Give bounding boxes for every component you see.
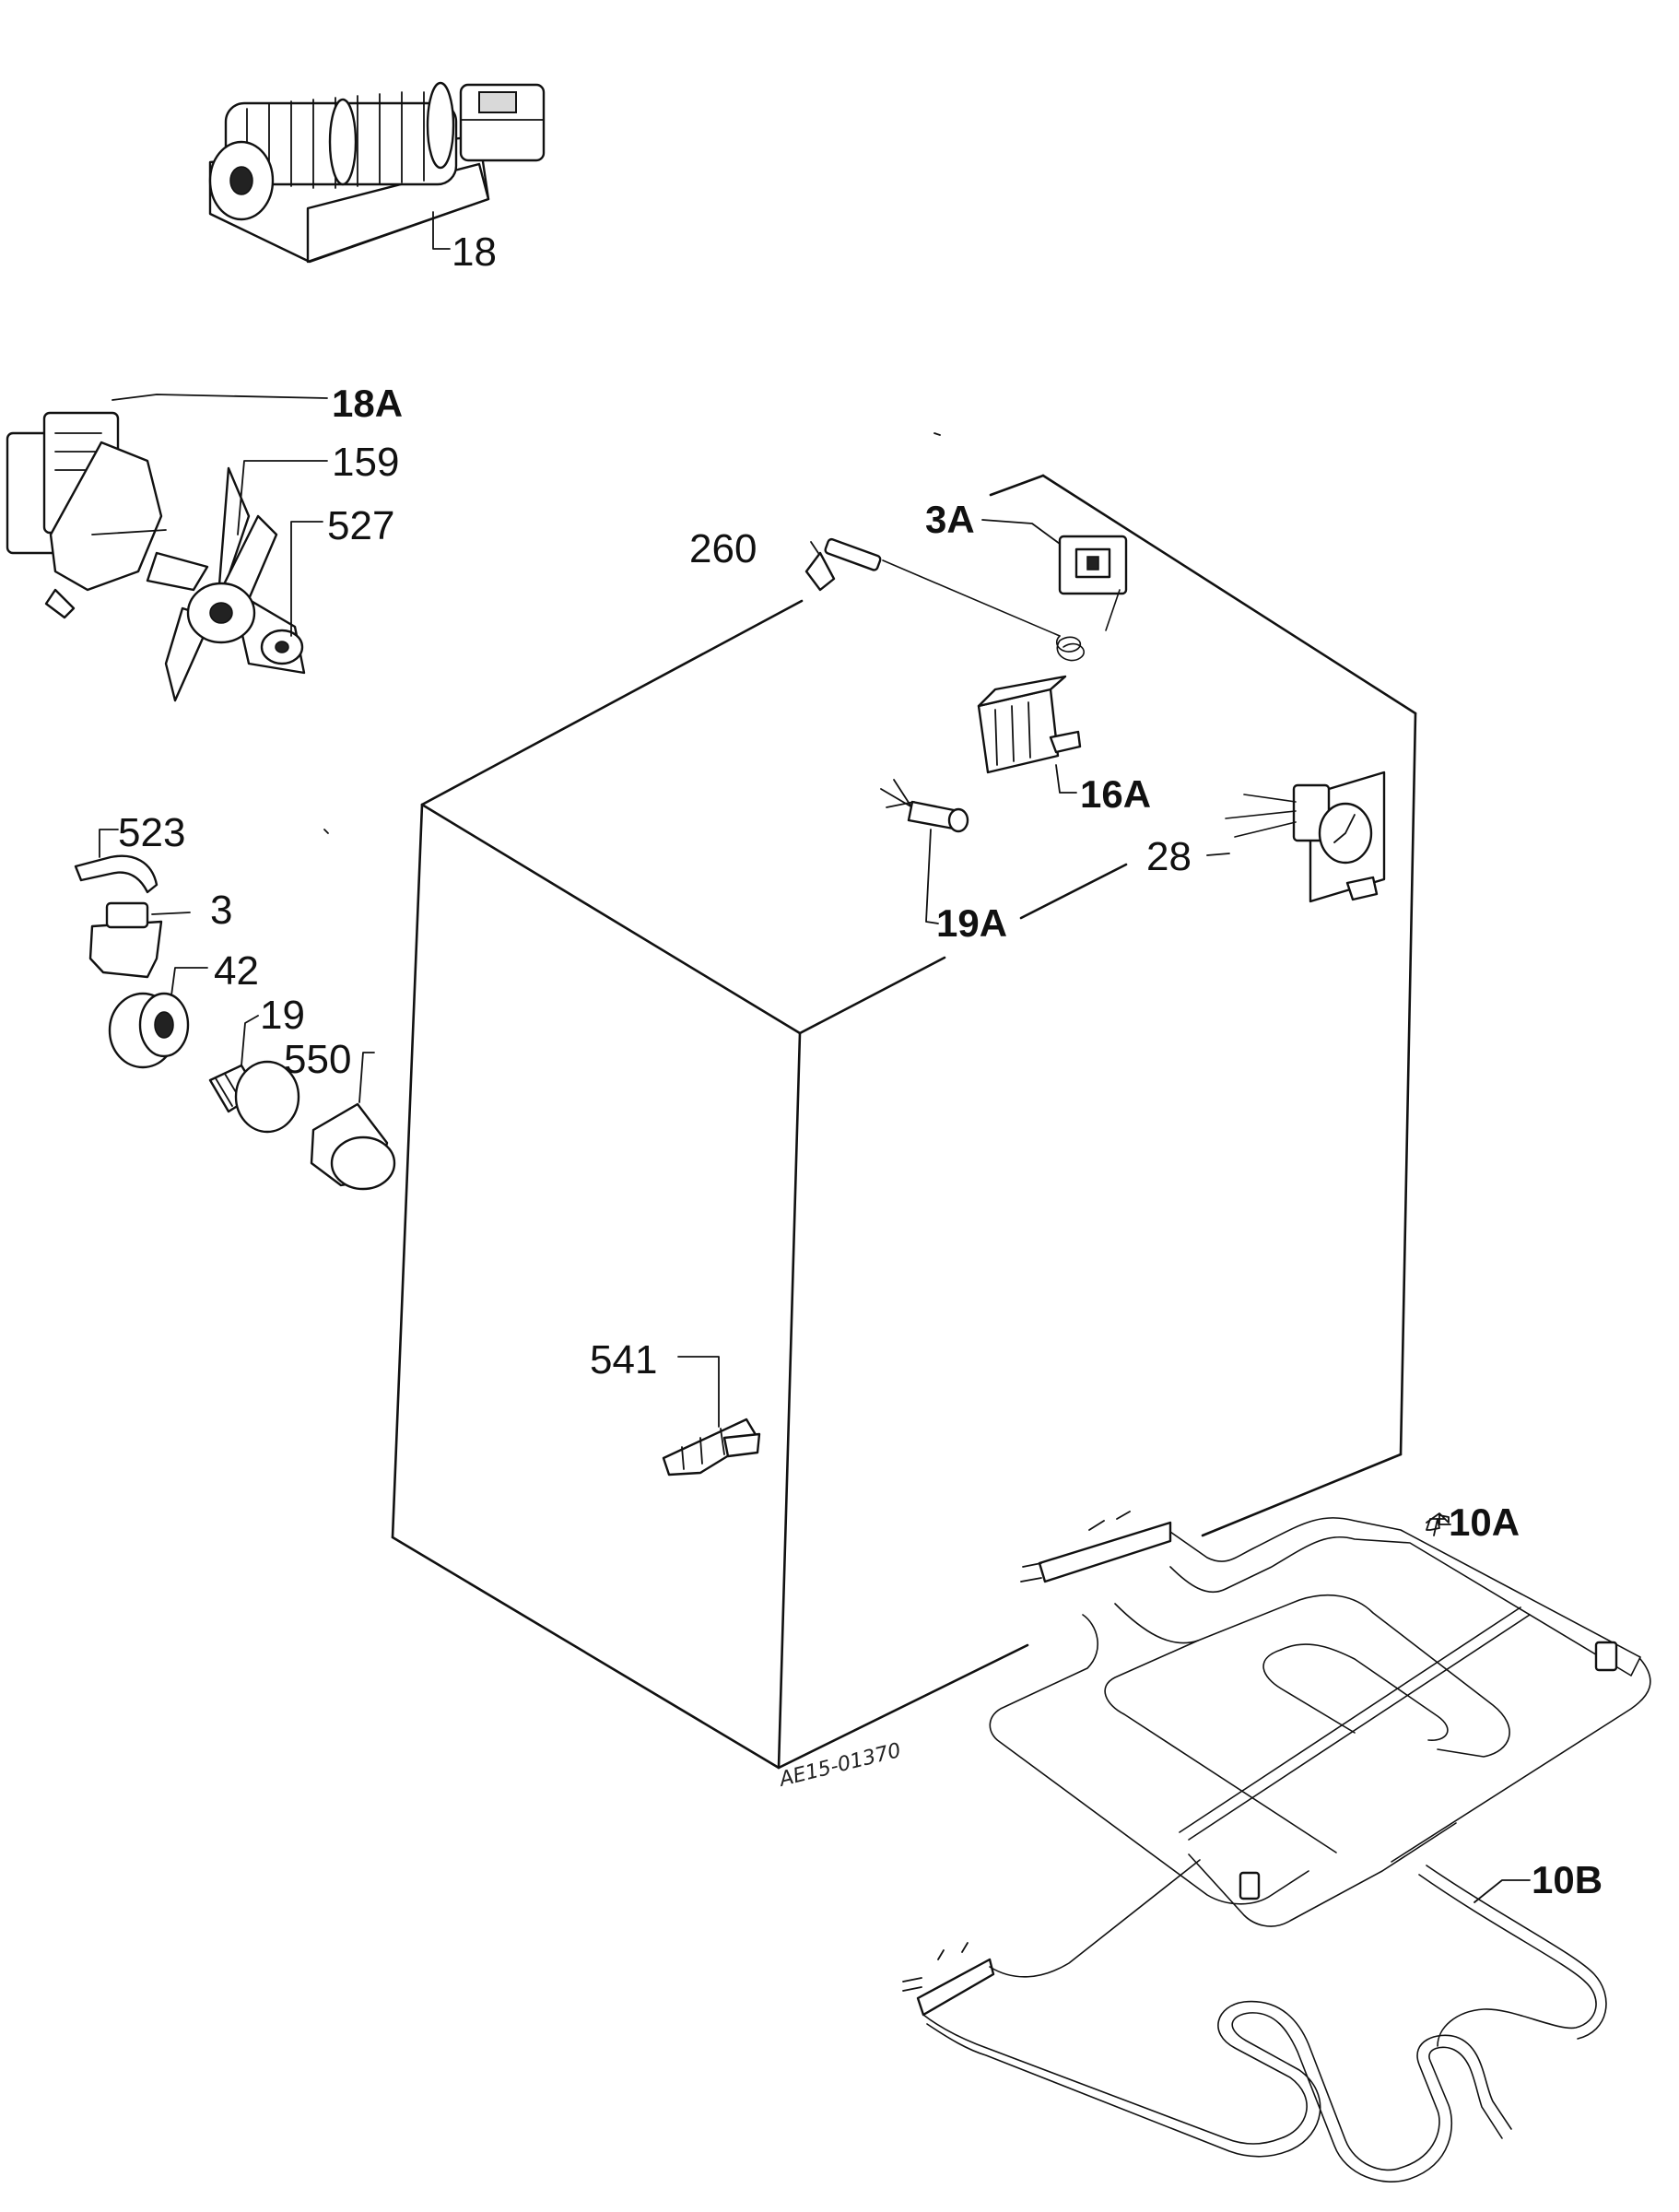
leader-541 bbox=[677, 1356, 720, 1428]
clip-part bbox=[74, 854, 159, 894]
bottom-element-part bbox=[902, 1859, 1607, 2183]
callout-541: 541 bbox=[590, 1337, 657, 1382]
callout-10B: 10B bbox=[1532, 1858, 1603, 1901]
callout-550: 550 bbox=[284, 1037, 351, 1082]
callout-523: 523 bbox=[118, 810, 185, 855]
thermostat-part bbox=[1058, 535, 1128, 631]
leader-527 bbox=[290, 521, 323, 637]
nut-part bbox=[260, 629, 304, 665]
leader-19A bbox=[925, 829, 939, 924]
callout-3: 3 bbox=[210, 888, 232, 933]
leader-19 bbox=[241, 1015, 259, 1066]
leader-16A bbox=[1055, 764, 1077, 794]
callout-18A: 18A bbox=[332, 382, 403, 425]
lamp-cover-part bbox=[310, 1102, 396, 1191]
callout-260: 260 bbox=[689, 526, 757, 571]
callout-18: 18 bbox=[452, 229, 497, 275]
leader-10A bbox=[1433, 1518, 1446, 1536]
callout-3A: 3A bbox=[925, 498, 975, 541]
lamp-socket-part bbox=[108, 992, 190, 1069]
callout-10A: 10A bbox=[1449, 1500, 1520, 1544]
leader-159 bbox=[237, 460, 328, 535]
leader-3A bbox=[981, 519, 1061, 545]
callout-19A: 19A bbox=[936, 901, 1007, 945]
hinge-bracket-part bbox=[662, 1418, 761, 1477]
leader-18A bbox=[112, 394, 328, 401]
callout-159: 159 bbox=[332, 440, 399, 485]
selector-switch-part bbox=[977, 675, 1082, 774]
callout-19: 19 bbox=[260, 993, 305, 1038]
leader-523 bbox=[99, 829, 119, 858]
timer-part bbox=[1225, 771, 1386, 903]
pilot-lamp-part bbox=[880, 779, 969, 833]
callout-16A: 16A bbox=[1080, 772, 1151, 816]
tangential-fan-part bbox=[208, 81, 546, 264]
lamp-bulb-part bbox=[208, 1060, 300, 1134]
leader-18 bbox=[432, 211, 451, 250]
callout-28: 28 bbox=[1146, 834, 1192, 879]
grill-element-part bbox=[989, 1511, 1651, 1927]
stray-mark bbox=[323, 829, 329, 834]
leader-28 bbox=[1206, 853, 1230, 856]
oven-cabinet bbox=[391, 474, 1417, 1770]
lamp-bracket-part bbox=[88, 901, 163, 979]
callout-42: 42 bbox=[214, 948, 259, 994]
leader-42 bbox=[170, 967, 208, 996]
drawing-code: AE15-01370 bbox=[775, 1739, 903, 1792]
leader-3 bbox=[151, 912, 191, 915]
leader-10B bbox=[1474, 1879, 1531, 1903]
leader-550 bbox=[358, 1052, 375, 1103]
fan-motor-part bbox=[6, 411, 167, 619]
stray-mark bbox=[933, 432, 941, 436]
fan-blade-part bbox=[146, 466, 306, 702]
leader-260 bbox=[810, 541, 819, 554]
callout-527: 527 bbox=[327, 503, 394, 548]
thermostat-probe-part bbox=[804, 537, 1085, 662]
